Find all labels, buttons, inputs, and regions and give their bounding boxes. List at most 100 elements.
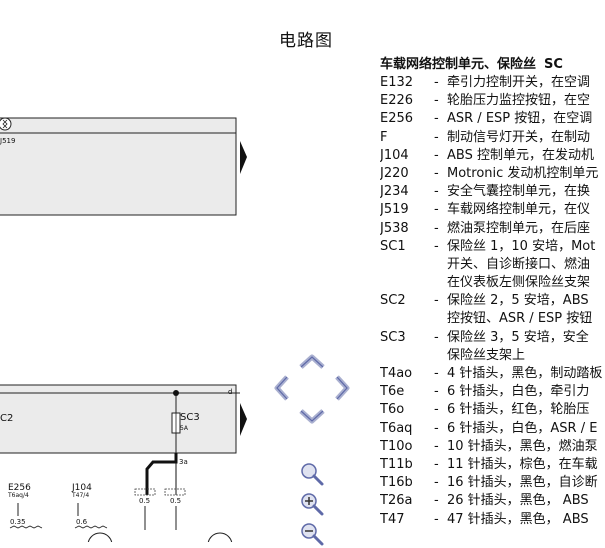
legend-item-code: T6aq [380,420,413,436]
legend-item-dash: - [434,457,439,472]
legend-item-dash: - [434,220,439,236]
legend-item: SC1 -保险丝 1，10 安培，Mot 开关、自诊断接口、燃油在仪表板左侧保险丝支… [380,238,605,293]
legend-item-dash: - [434,511,439,527]
legend-item-desc: ASR / ESP 按钮，在空调 [447,111,593,127]
legend-header-text: 车载网络控制单元、保险丝 [380,57,537,72]
circuit-diagram: J519 C2 SC3 5A 3a d E256 T6aq/4 J104 T47… [0,0,260,542]
legend-item: T26a -26 针插头，黑色， ABS [380,492,605,510]
legend-item: J220 -Motronic 发动机控制单元 [380,165,605,183]
legend-item: T47-47 针插头，黑色， ABS [380,511,605,529]
wire-size-label: 0.5 [170,497,182,505]
legend-item: T6o -6 针插头，红色，轮胎压 [380,401,605,419]
chevron-right-icon [335,375,350,401]
legend-item-desc: 保险丝 3，5 安培，安全 [447,329,589,345]
legend-item-dash: - [434,129,439,145]
legend-item-dash: - [434,75,439,90]
legend-item-dash: - [434,238,439,254]
page-title: 电路图 [279,31,333,51]
legend-item-code: SC3 [380,329,406,345]
wire-size-label: 0.5 [139,497,151,505]
legend-item-dash: - [434,438,439,454]
legend-item-desc: 16 针插头，黑色，自诊断 [447,475,598,491]
legend-item: T10o -10 针插头，黑色，燃油泵 [380,438,605,456]
legend-item-code: T10o [380,438,413,454]
legend-item: T16b -16 针插头，黑色，自诊断 [380,474,605,492]
legend-item-code: E132 [380,75,414,90]
legend-item-code: SC1 [380,238,406,254]
legend-item: T4ao-4 针插头，黑色，制动踏板 [380,365,605,383]
legend-item-desc: 6 针插头，红色，轮胎压 [447,402,590,418]
legend-item-desc: Motronic 发动机控制单元 [447,165,599,181]
legend-item-desc: 保险丝 1，10 安培，Mot [447,238,596,254]
wire-size-label: 0.35 [10,518,26,526]
legend-item-code: T16b [380,475,413,491]
legend-item-dash: - [434,329,439,345]
legend-item: T11b-11 针插头，棕色，在车载 [380,456,605,474]
legend-item: J104 -ABS 控制单元，在发动机 [380,147,605,165]
legend-item-dash: - [434,384,439,400]
legend-item-code: T4ao [380,366,413,382]
legend-item-code: J234 [380,184,409,200]
legend-item: E132-牵引力控制开关，在空调 [380,74,605,92]
legend-item-code: E256 [380,111,414,127]
legend-item: J538-燃油泵控制单元，在后座 [380,220,605,238]
chevron-left-icon [274,375,289,401]
legend-item-code: J519 [380,202,409,218]
zoom-in-button[interactable] [298,490,326,518]
legend-item-desc: 制动信号灯开关，在制动 [447,129,591,145]
legend-item-dash: - [434,165,439,181]
legend-item-dash: - [434,202,439,218]
fuse-wire-label: 3a [179,458,188,466]
chevron-up-icon [299,354,325,369]
legend-item-desc: 6 针插头，白色，牵引力 [447,384,590,400]
wire-size-label: 0.6 [76,518,88,526]
legend-item-dash: - [434,147,439,163]
legend-item-code: J104 [380,147,409,163]
component-j104-label: J104 [72,483,92,493]
legend-item-dash: - [434,111,439,127]
legend-item: E256 -ASR / ESP 按钮，在空调 [380,110,605,128]
legend-item-code: F [380,129,388,145]
legend-item: E226-轮胎压力监控按钮，在空 [380,92,605,110]
legend-header-sc: SC [544,57,563,72]
pan-left-button[interactable] [270,374,298,402]
legend-item-dash: - [434,493,439,509]
legend-item-dash: - [434,366,439,382]
legend-item-desc: 11 针插头，棕色，在车载 [447,457,598,472]
legend-item-desc: 燃油泵控制单元，在后座 [447,220,591,236]
legend-item-code: T26a [380,493,413,509]
legend-item-code: T6o [380,402,405,418]
legend-item-dash: - [434,293,439,309]
legend-item-desc: ABS 控制单元，在发动机 [447,147,594,163]
zoom-out-button[interactable] [298,520,326,548]
legend-item-dash: - [434,475,439,491]
legend-item-desc-continued: 在仪表板左侧保险丝支架 [447,275,591,291]
legend-item: T6e -6 针插头，白色，牵引力 [380,383,605,401]
zoom-button[interactable] [298,460,326,488]
legend-item-code: T47 [380,511,405,527]
pan-down-button[interactable] [298,402,326,430]
legend-item-code: SC2 [380,293,406,309]
pan-right-button[interactable] [328,374,356,402]
legend-item-code: T6e [380,384,405,400]
fuse-amp-label: 5A [180,425,188,432]
legend-item-desc: 26 针插头，黑色， ABS [447,493,589,509]
component-e256-label: E256 [8,483,31,493]
legend-item: J519-车载网络控制单元，在仪 [380,201,605,219]
legend-item-dash: - [434,402,439,418]
legend-item: T6aq-6 针插头，白色，ASR / E [380,420,605,438]
right-mark: d [228,388,233,396]
legend-item-desc-continued: 开关、自诊断接口、燃油 [447,256,591,272]
pan-up-button[interactable] [298,350,326,378]
legend-item-dash: - [434,184,439,200]
legend-item-desc: 10 针插头，黑色，燃油泵 [447,438,598,454]
legend-item-desc: 6 针插头，白色，ASR / E [447,420,598,436]
top-box-label: J519 [0,137,16,145]
zoom-in-icon [301,493,324,516]
component-j104-pin: T47/4 [72,492,90,499]
legend-item-code: J220 [380,165,409,181]
component-e256-pin: T6aq/4 [8,492,29,499]
